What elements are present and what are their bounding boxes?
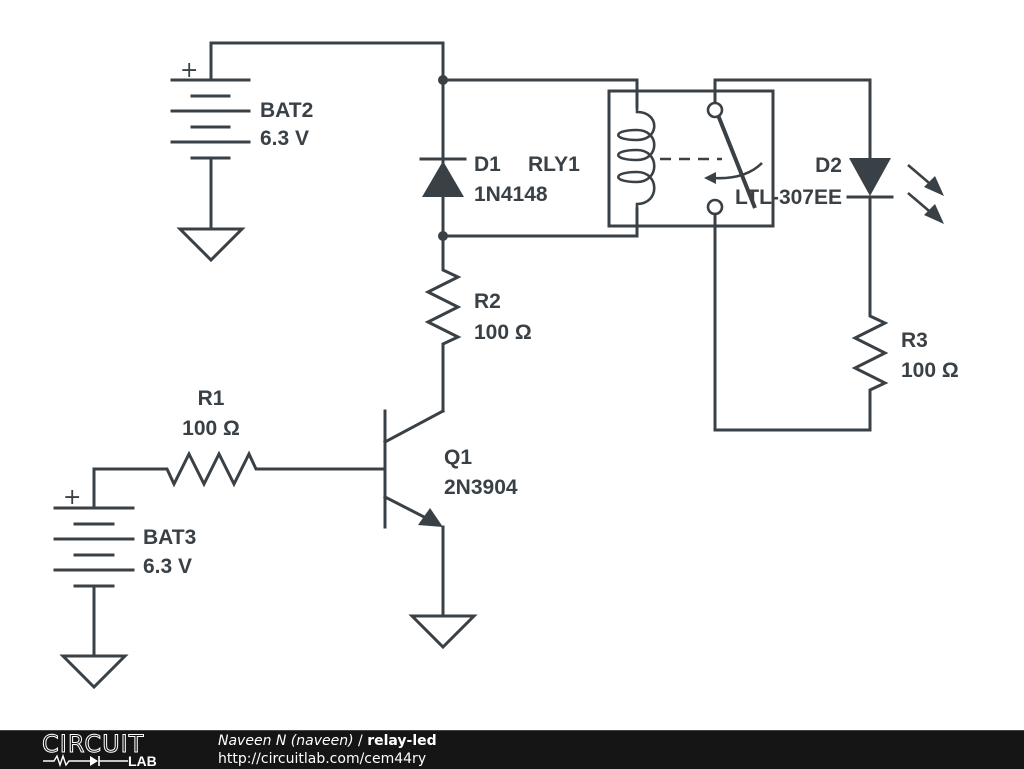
- q1-value-label: 2N3904: [444, 476, 518, 499]
- bat3-polarity: +: [63, 485, 81, 510]
- light-emission-icon: [907, 164, 944, 224]
- title-separator: /: [353, 733, 368, 749]
- resistor-r2[interactable]: [424, 234, 462, 413]
- r1-value-label: 100 Ω: [182, 417, 240, 440]
- author-link[interactable]: Naveen N (naveen): [218, 733, 354, 749]
- d1-ref-label: D1: [474, 153, 501, 176]
- wire-d1-bottom-to-coil: [441, 207, 639, 238]
- footer-bar: CIRCUIT LAB Naveen N (naveen) / relay-le…: [0, 730, 1024, 769]
- r3-ref-label: R3: [901, 329, 928, 352]
- resistor-r3[interactable]: [713, 308, 889, 432]
- r2-value-label: 100 Ω: [474, 321, 532, 344]
- ground-symbol-bat3: [59, 654, 129, 690]
- bat3-ref-label: BAT3: [143, 526, 196, 549]
- wire-relay-to-d2: [713, 78, 872, 160]
- diode-d1[interactable]: [419, 78, 467, 240]
- logo-text-lab: LAB: [128, 753, 157, 767]
- ground-symbol-q1: [408, 614, 478, 650]
- battery-bat3[interactable]: +: [53, 485, 135, 658]
- bat2-polarity: +: [180, 58, 198, 83]
- r3-value-label: 100 Ω: [901, 359, 959, 382]
- d2-ref-label: D2: [815, 154, 842, 177]
- r1-ref-label: R1: [198, 387, 225, 410]
- credit-block: Naveen N (naveen) / relay-led http://cir…: [218, 732, 437, 768]
- led-d2[interactable]: [846, 158, 944, 312]
- d1-value-label: 1N4148: [474, 183, 548, 206]
- wire-d1-top-to-coil: [441, 78, 639, 109]
- rly1-ref-label: RLY1: [528, 153, 580, 176]
- q1-ref-label: Q1: [444, 446, 472, 469]
- circuit-url[interactable]: http://circuitlab.com/cem44ry: [218, 751, 427, 767]
- circuitlab-logo[interactable]: CIRCUIT LAB: [40, 733, 180, 767]
- d2-value-label: LTL-307EE: [735, 186, 842, 209]
- resistor-r1[interactable]: [92, 450, 387, 510]
- bat2-ref-label: BAT2: [260, 99, 313, 122]
- bat2-value-label: 6.3 V: [260, 127, 309, 150]
- transistor-q1[interactable]: [382, 408, 446, 618]
- r2-ref-label: R2: [474, 290, 501, 313]
- bat3-value-label: 6.3 V: [143, 555, 192, 578]
- schematic-canvas: + BAT2 6.3 V D1 1N4148 RLY1: [53, 41, 959, 690]
- ground-symbol-bat2: [176, 227, 246, 263]
- logo-circuit-icon: [43, 753, 128, 767]
- battery-bat2[interactable]: +: [170, 41, 251, 231]
- relay-rly1[interactable]: [607, 78, 775, 432]
- logo-text-circuit: CIRCUIT: [42, 733, 144, 758]
- wire-bat2-to-d1: [209, 41, 445, 82]
- circuit-title[interactable]: relay-led: [367, 733, 437, 749]
